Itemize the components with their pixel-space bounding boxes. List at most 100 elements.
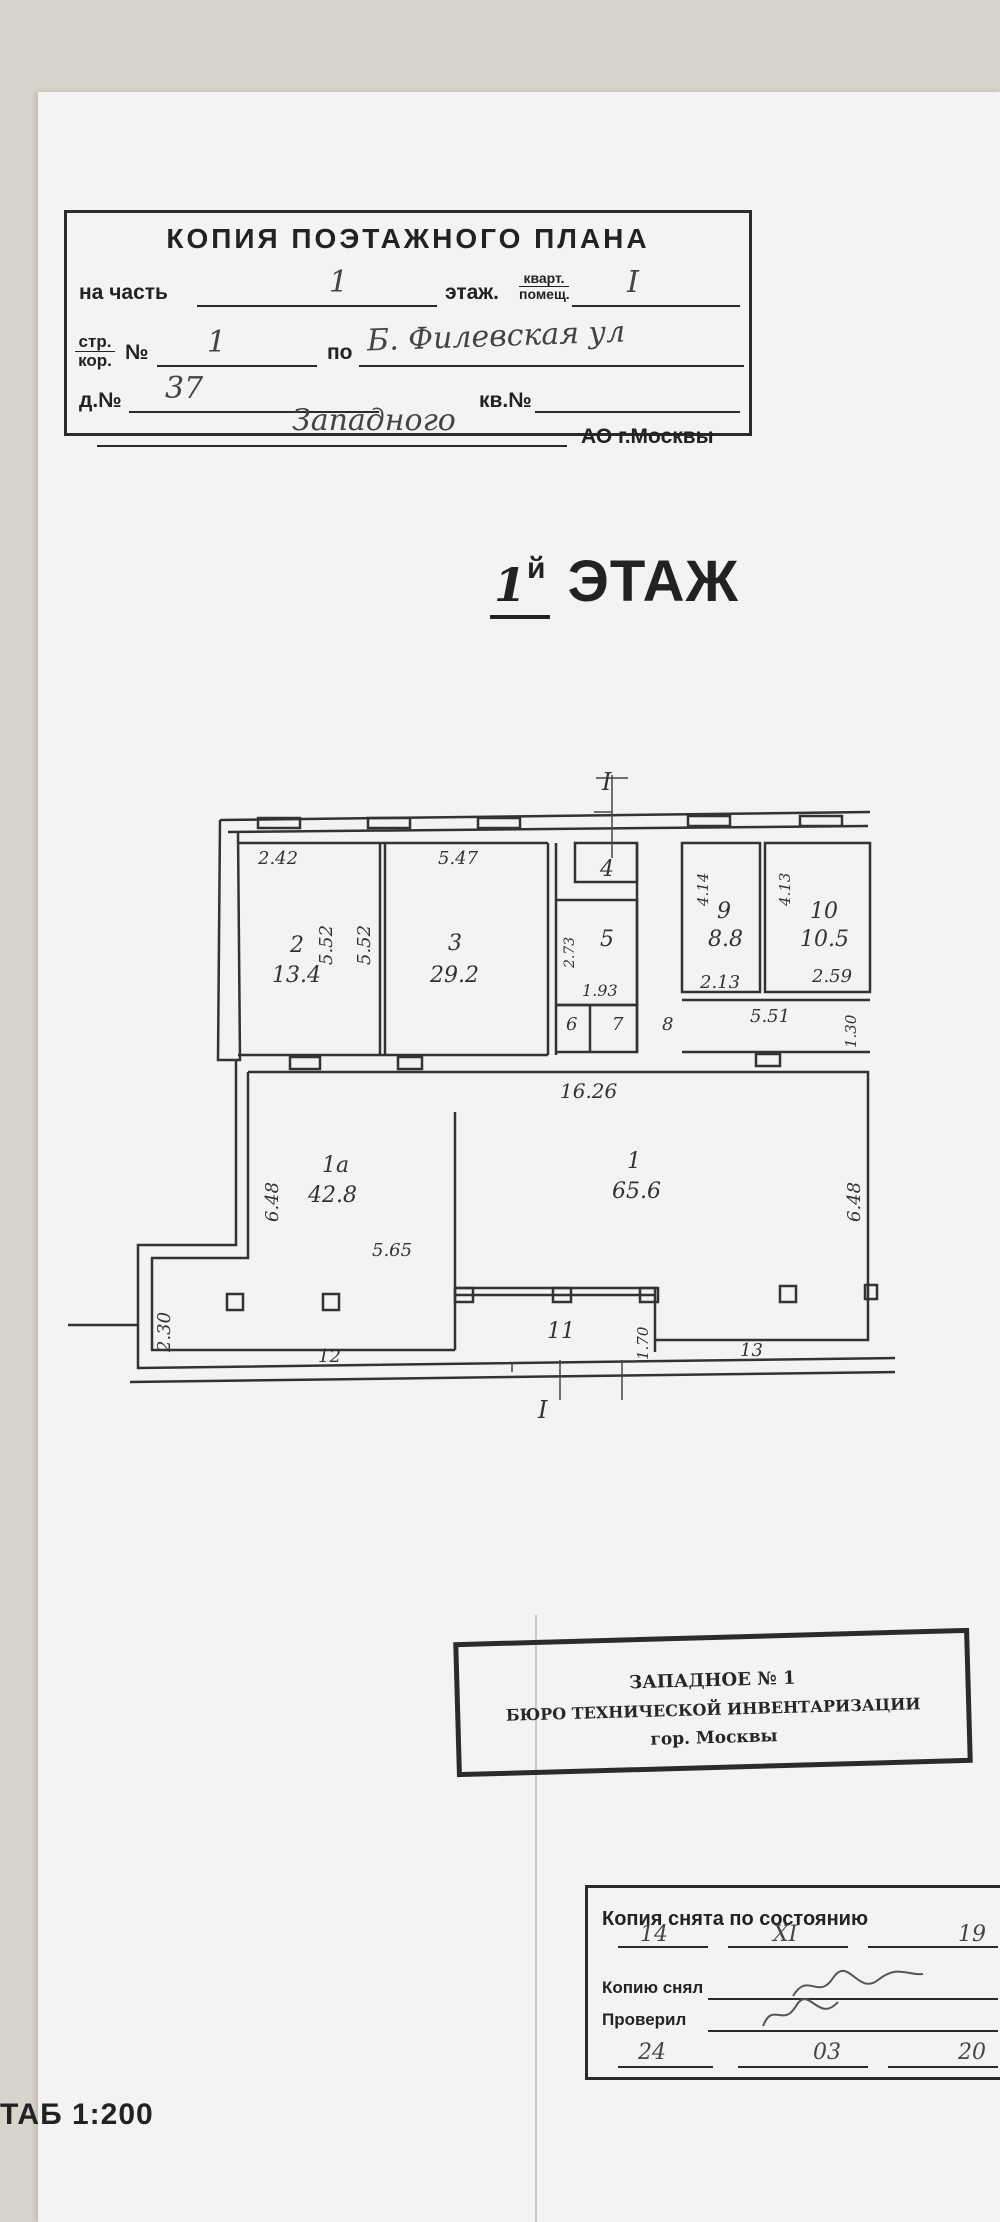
dim-1-70: 1.70: [634, 1326, 652, 1360]
room-1-number: 1: [627, 1149, 641, 1174]
str-top: стр.: [75, 333, 115, 352]
year1-line: [868, 1946, 998, 1948]
day1-line: [618, 1946, 708, 1948]
dim-16-26: 16.26: [560, 1079, 618, 1103]
dim-5-51: 5.51: [750, 1006, 790, 1027]
floor-number-underline: 1й: [490, 548, 551, 619]
district-value: Западного: [292, 403, 456, 438]
floor-value: I: [627, 265, 639, 300]
document-sheet: [38, 92, 1000, 2222]
dim-6-48a: 6.48: [262, 1182, 283, 1222]
dim-2-73: 2.73: [562, 937, 578, 969]
dim-5-65: 5.65: [372, 1240, 412, 1261]
checked-by-label: Проверил: [602, 2010, 687, 2029]
dim-5-52b: 5.52: [354, 925, 375, 965]
section-mark-bottom: I: [537, 1396, 548, 1424]
year2-value: 20: [958, 2040, 986, 2065]
bti-stamp: ЗАПАДНОЕ № 1 БЮРО ТЕХНИЧЕСКОЙ ИНВЕНТАРИЗ…: [453, 1627, 973, 1778]
dim-2-13: 2.13: [699, 972, 740, 993]
dim-1-93: 1.93: [582, 981, 618, 1000]
plan-walls: [68, 810, 896, 1384]
floor-title: 1й ЭТАЖ: [490, 548, 739, 619]
house-line: [129, 411, 379, 413]
room-9-area: 8.8: [708, 927, 743, 952]
street-line: [359, 365, 744, 367]
room-1a-number: 1а: [322, 1153, 349, 1178]
room-4-number: 4: [599, 857, 614, 882]
room-7-number: 7: [612, 1014, 624, 1035]
stamp-title: КОПИЯ ПОЭТАЖНОГО ПЛАНА: [166, 223, 650, 254]
str-bottom: кор.: [78, 351, 112, 370]
room-12-number: 12: [318, 1346, 341, 1367]
day2-line: [618, 2066, 713, 2068]
number-value: 1: [207, 325, 227, 360]
dim-5-52a: 5.52: [316, 925, 337, 965]
room-2-area: 13.4: [272, 963, 321, 988]
fold-line: [535, 1615, 537, 2222]
room-2-number: 2: [289, 933, 304, 958]
kvart-bottom: помещ.: [519, 286, 570, 302]
room-13-number: 13: [740, 1340, 763, 1361]
checked-by-signature: [762, 1998, 839, 2027]
section-mark-top: I: [601, 768, 612, 796]
room-11-number: 11: [547, 1319, 575, 1344]
month1-line: [728, 1946, 848, 1948]
month2-line: [738, 2066, 868, 2068]
checked-by-line: [708, 2030, 998, 2032]
bti-line-1: ЗАПАДНОЕ № 1: [628, 1667, 796, 1694]
copy-as-of-label: Копия снята по состоянию: [602, 1908, 869, 1930]
floor-suffix: й: [527, 552, 547, 585]
house-value: 37: [165, 371, 204, 406]
copy-certification-stamp: Копия снята по состоянию 14 XI 19 Копию …: [585, 1885, 1000, 2080]
floor-line: [572, 305, 740, 307]
day2-value: 24: [638, 2040, 666, 2065]
dim-2-42: 2.42: [257, 848, 298, 869]
floor-number: 1: [494, 558, 528, 612]
street-label: по: [327, 341, 353, 364]
district-line: [97, 445, 567, 447]
month1-value: XI: [773, 1922, 798, 1947]
number-line: [157, 365, 317, 367]
room-10-area: 10.5: [800, 927, 849, 952]
str-kor-fraction: стр. кор.: [75, 333, 115, 370]
dim-5-47: 5.47: [438, 848, 479, 869]
copied-by-signature: [792, 1969, 924, 1997]
room-9-number: 9: [717, 899, 731, 924]
part-line: [197, 305, 437, 307]
room-3-number: 3: [448, 931, 462, 956]
apt-label: кв.№: [479, 389, 532, 412]
apt-line: [535, 411, 740, 413]
month2-value: 03: [813, 2040, 841, 2065]
floor-label: этаж.: [445, 281, 500, 304]
part-value: 1: [329, 265, 349, 300]
year2-line: [888, 2066, 998, 2068]
room-3-area: 29.2: [429, 963, 479, 988]
dim-4-14: 4.14: [694, 873, 712, 907]
room-6-number: 6: [566, 1014, 577, 1035]
dim-2-30: 2.30: [154, 1312, 175, 1353]
kvart-top: кварт.: [519, 271, 569, 287]
section-lines: [511, 775, 628, 1400]
floor-word: ЭТАЖ: [567, 549, 739, 614]
dim-2-59: 2.59: [811, 966, 852, 987]
bti-line-3: гор. Москвы: [650, 1726, 778, 1750]
house-label: д.№: [79, 389, 122, 412]
dim-4-13: 4.13: [776, 873, 794, 907]
scale-label: ТАБ 1:200: [0, 2098, 154, 2131]
room-5-number: 5: [600, 927, 614, 952]
city-label: АО г.Москвы: [581, 425, 714, 448]
room-1a-area: 42.8: [307, 1183, 357, 1208]
day1-value: 14: [640, 1922, 668, 1947]
room-1-area: 65.6: [612, 1179, 661, 1204]
part-label: на часть: [79, 281, 168, 304]
copied-by-line: [708, 1998, 998, 2000]
dim-1-30: 1.30: [842, 1014, 860, 1048]
room-8-number: 8: [662, 1014, 673, 1035]
year1-value: 19: [958, 1922, 986, 1947]
dim-6-48b: 6.48: [844, 1182, 865, 1222]
floor-plan-header-stamp: КОПИЯ ПОЭТАЖНОГО ПЛАНА на часть 1 этаж. …: [64, 210, 752, 448]
room-10-number: 10: [810, 899, 838, 924]
copied-by-label: Копию снял: [602, 1978, 704, 1997]
bti-line-2: БЮРО ТЕХНИЧЕСКОЙ ИНВЕНТАРИЗАЦИИ: [505, 1694, 921, 1725]
